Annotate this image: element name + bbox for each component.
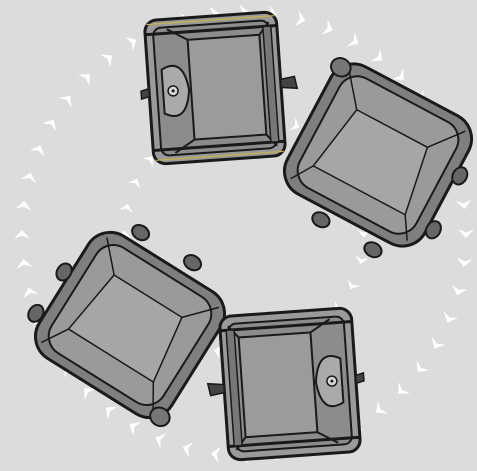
chair-base-top-icon	[136, 10, 302, 165]
chair-base-bottom-icon	[203, 307, 369, 462]
